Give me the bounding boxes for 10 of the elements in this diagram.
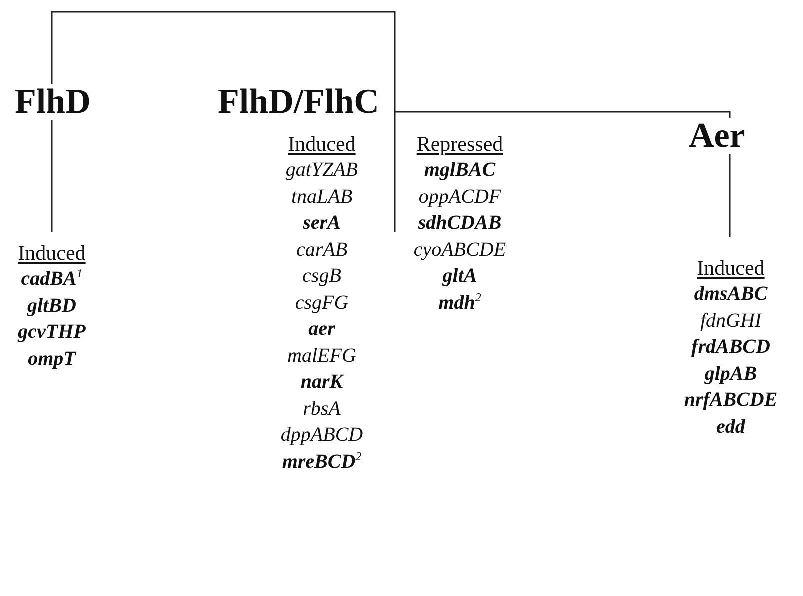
- column-heading: Repressed: [416, 131, 504, 157]
- column-heading: Induced: [697, 255, 765, 281]
- regulator-heading: FlhD: [14, 84, 92, 120]
- gene-list: dmsABC fdnGHI frdABCD glpAB nrfABCDE edd: [684, 281, 778, 440]
- gene-list: cadBA$^{1}$ gltBD gcvTHP ompT: [18, 266, 86, 372]
- gene-list: gatYZAB tnaLAB serA carAB csgB csgFG aer malEFG narK rbsA dppABCD mreBCD$^{2}$: [280, 157, 364, 475]
- regulator-heading: Aer: [688, 118, 746, 154]
- gene-list: mglBAC oppACDF sdhCDAB cyoABCDE gltA mdh$^{2}$: [414, 157, 506, 316]
- column-heading: Induced: [288, 131, 356, 157]
- column-heading: Induced: [18, 240, 86, 266]
